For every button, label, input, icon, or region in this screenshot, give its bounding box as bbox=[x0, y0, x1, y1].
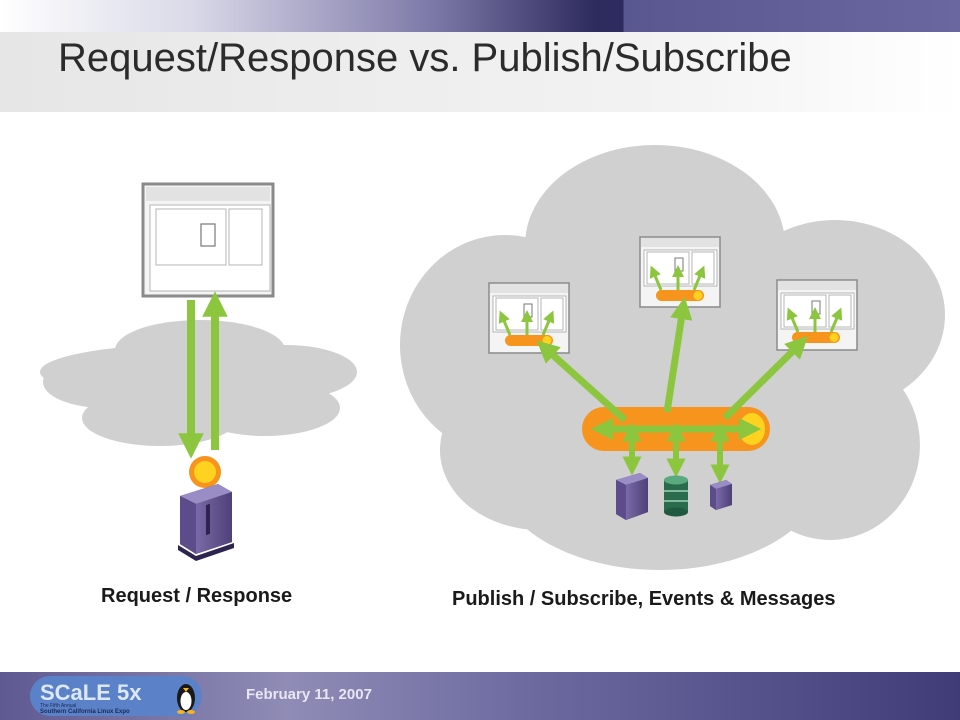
database-icon bbox=[664, 475, 688, 517]
bus-to-top-arrow bbox=[663, 296, 693, 413]
subscriber-window-left bbox=[488, 282, 570, 354]
subscriber-window-right bbox=[776, 279, 858, 351]
client-window bbox=[141, 182, 275, 298]
small-server-icon bbox=[710, 480, 732, 510]
bus-to-left-arrow bbox=[536, 340, 628, 423]
bus-to-right-arrow bbox=[722, 336, 808, 421]
scale-logo: SCaLE 5x The Fifth Annual Southern Calif… bbox=[30, 676, 202, 716]
server-icon bbox=[178, 456, 234, 561]
caption-publish-subscribe: Publish / Subscribe, Events & Messages bbox=[452, 588, 836, 610]
svg-text:SCaLE 5x: SCaLE 5x bbox=[40, 680, 142, 705]
backend-server-icon bbox=[616, 473, 648, 520]
left-cloud bbox=[40, 320, 357, 446]
top-gradient-bar bbox=[0, 0, 960, 32]
slide-title: Request/Response vs. Publish/Subscribe bbox=[58, 36, 792, 80]
svg-text:The Fifth Annual: The Fifth Annual bbox=[40, 703, 76, 709]
title-band bbox=[0, 32, 960, 112]
subscriber-window-top bbox=[639, 236, 721, 308]
svg-text:Southern California Linux Expo: Southern California Linux Expo bbox=[40, 709, 130, 715]
caption-request-response: Request / Response bbox=[101, 585, 293, 607]
footer-date: February 11, 2007 bbox=[246, 686, 372, 703]
penguin-icon bbox=[177, 684, 195, 714]
